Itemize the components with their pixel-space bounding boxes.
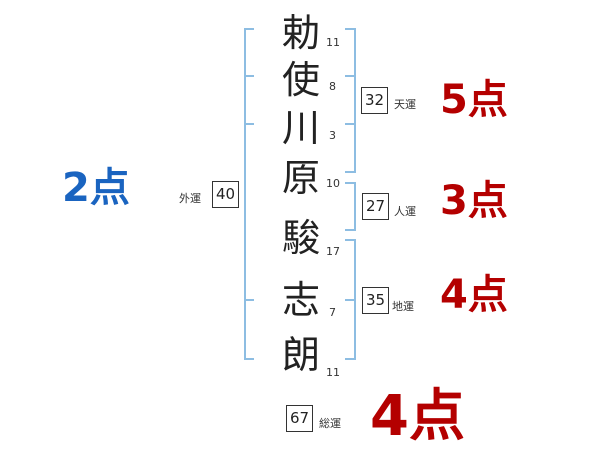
gaiun-score: 2点 (62, 165, 130, 211)
chiun-bracket (354, 239, 356, 360)
stroke-count: 7 (329, 306, 336, 319)
bracket-tick (345, 171, 355, 173)
stroke-count: 8 (329, 80, 336, 93)
bracket-tick (345, 229, 355, 231)
jinun-value: 27 (362, 193, 389, 220)
chiun-score: 4点 (440, 272, 508, 318)
tenun-score: 5点 (440, 77, 508, 123)
bracket-tick (345, 358, 355, 360)
gaiun-value: 40 (212, 181, 239, 208)
name-char: 駿 (281, 216, 320, 260)
stroke-count: 10 (326, 177, 340, 190)
souun-label: 総運 (319, 417, 341, 430)
bracket-tick (345, 28, 355, 30)
tenun-bracket (354, 28, 356, 173)
bracket-tick (244, 299, 254, 301)
souun-value: 67 (286, 405, 313, 432)
jinun-bracket (354, 182, 356, 231)
chiun-label: 地運 (392, 300, 414, 313)
bracket-tick (244, 358, 254, 360)
stroke-count: 17 (326, 245, 340, 258)
name-char: 川 (281, 106, 320, 150)
jinun-label: 人運 (394, 205, 416, 218)
bracket-tick (345, 299, 355, 301)
name-char: 勅 (281, 11, 320, 55)
bracket-tick (244, 75, 254, 77)
souun-score: 4点 (370, 384, 465, 449)
bracket-tick (345, 75, 355, 77)
gaiun-label: 外運 (179, 192, 201, 205)
name-char: 使 (281, 58, 320, 102)
bracket-tick (345, 123, 355, 125)
tenun-value: 32 (361, 87, 388, 114)
stroke-count: 11 (326, 36, 340, 49)
stroke-count: 11 (326, 366, 340, 379)
jinun-score: 3点 (440, 178, 508, 224)
name-char: 原 (281, 156, 320, 200)
bracket-tick (244, 28, 254, 30)
bracket-tick (345, 182, 355, 184)
name-char: 志 (281, 278, 320, 322)
outer-bracket (244, 28, 246, 360)
stroke-count: 3 (329, 129, 336, 142)
bracket-tick (345, 239, 355, 241)
name-char: 朗 (281, 333, 320, 377)
chiun-value: 35 (362, 287, 389, 314)
tenun-label: 天運 (394, 98, 416, 111)
bracket-tick (244, 123, 254, 125)
